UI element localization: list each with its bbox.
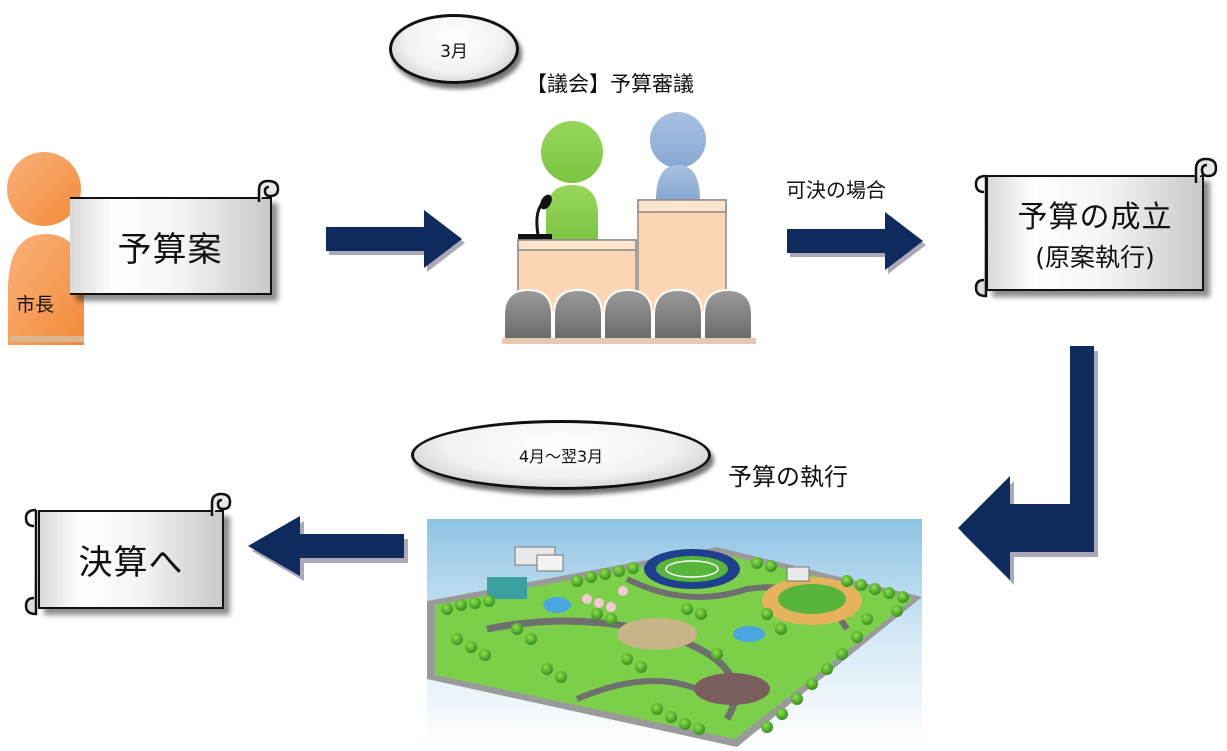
mayor-label: 市長	[16, 294, 55, 316]
council-label: 【議会】予算審議	[526, 72, 694, 96]
scroll-curl-icon	[257, 179, 280, 202]
bent-down-left-arrow-icon	[958, 346, 1098, 585]
mayor-figure	[0, 150, 90, 345]
park-illustration	[427, 519, 922, 747]
right-arrow-icon	[326, 210, 465, 272]
scroll-curl-icon	[24, 508, 38, 616]
scroll-curl-icon	[1194, 157, 1218, 183]
budget-established-label: 予算の成立	[1017, 200, 1173, 235]
scroll-curl-icon	[210, 492, 232, 516]
original-budget-execution-label: (原案執行)	[1035, 243, 1155, 272]
approval-label: 可決の場合	[786, 178, 886, 202]
scroll-curl-icon	[974, 174, 988, 298]
settlement-scroll: 決算へ	[38, 510, 224, 609]
period-oval: 4月～翌3月	[411, 420, 711, 490]
execution-label: 予算の執行	[728, 463, 848, 491]
left-arrow-icon	[248, 516, 408, 581]
settlement-label: 決算へ	[78, 543, 184, 583]
right-arrow-icon	[787, 212, 926, 274]
council-illustration	[498, 110, 763, 345]
budget-proposal-label: 予算案	[117, 229, 223, 270]
march-oval: 3月	[389, 14, 519, 84]
budget-established-scroll: 予算の成立 (原案執行)	[986, 175, 1204, 291]
budget-proposal-scroll: 予算案	[70, 197, 272, 295]
